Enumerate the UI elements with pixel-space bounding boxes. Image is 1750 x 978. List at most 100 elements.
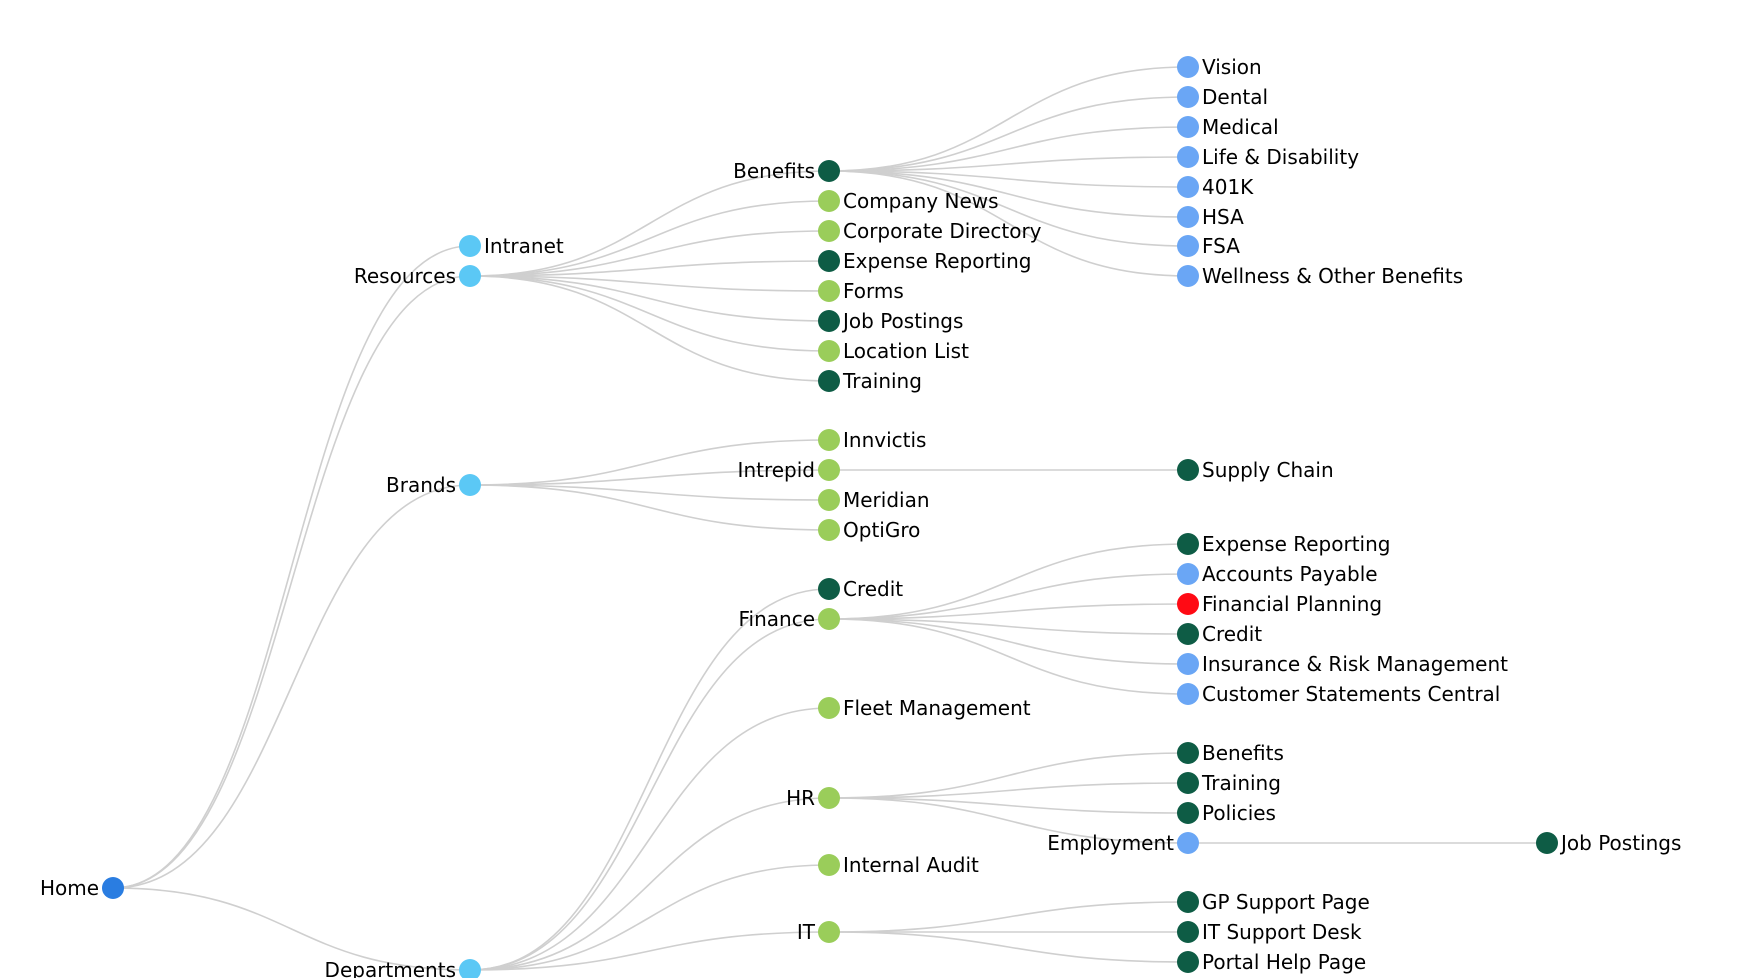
tree-node-financial-planning[interactable]: Financial Planning xyxy=(1177,592,1382,616)
tree-node-expense-reporting[interactable]: Expense Reporting xyxy=(1177,532,1390,556)
node-label[interactable]: Innvictis xyxy=(843,428,926,452)
node-label[interactable]: Employment xyxy=(1047,831,1174,855)
node-dot[interactable] xyxy=(818,519,840,541)
node-label[interactable]: Corporate Directory xyxy=(843,219,1042,243)
node-label[interactable]: Resources xyxy=(354,264,456,288)
node-label[interactable]: Job Postings xyxy=(1559,831,1681,855)
node-dot[interactable] xyxy=(818,608,840,630)
node-dot[interactable] xyxy=(1177,116,1199,138)
node-dot[interactable] xyxy=(818,250,840,272)
tree-node-finance[interactable]: Finance xyxy=(738,607,840,631)
tree-node-hsa[interactable]: HSA xyxy=(1177,205,1244,229)
node-label[interactable]: GP Support Page xyxy=(1202,890,1370,914)
node-label[interactable]: Location List xyxy=(843,339,969,363)
tree-node-meridian[interactable]: Meridian xyxy=(818,488,930,512)
tree-node-brands[interactable]: Brands xyxy=(386,473,481,497)
node-label[interactable]: Internal Audit xyxy=(843,853,979,877)
tree-node-fleet-management[interactable]: Fleet Management xyxy=(818,696,1031,720)
node-label[interactable]: Meridian xyxy=(843,488,930,512)
node-dot[interactable] xyxy=(459,959,481,978)
node-dot[interactable] xyxy=(1177,459,1199,481)
tree-node-location-list[interactable]: Location List xyxy=(818,339,969,363)
tree-node-benefits[interactable]: Benefits xyxy=(1177,741,1284,765)
tree-node-benefits[interactable]: Benefits xyxy=(733,159,840,183)
tree-node-internal-audit[interactable]: Internal Audit xyxy=(818,853,979,877)
node-dot[interactable] xyxy=(818,921,840,943)
node-dot[interactable] xyxy=(818,280,840,302)
tree-node-fsa[interactable]: FSA xyxy=(1177,234,1240,258)
tree-node-home[interactable]: Home xyxy=(40,876,124,900)
node-label[interactable]: Fleet Management xyxy=(843,696,1031,720)
node-dot[interactable] xyxy=(818,220,840,242)
node-label[interactable]: IT xyxy=(797,920,816,944)
node-dot[interactable] xyxy=(818,190,840,212)
node-label[interactable]: Intranet xyxy=(484,234,564,258)
node-label[interactable]: Brands xyxy=(386,473,456,497)
node-dot[interactable] xyxy=(459,265,481,287)
node-label[interactable]: OptiGro xyxy=(843,518,920,542)
node-dot[interactable] xyxy=(818,697,840,719)
node-label[interactable]: Company News xyxy=(843,189,999,213)
node-label[interactable]: Home xyxy=(40,876,99,900)
tree-node-dental[interactable]: Dental xyxy=(1177,85,1268,109)
tree-node-vision[interactable]: Vision xyxy=(1177,55,1262,79)
tree-node-intrepid[interactable]: Intrepid xyxy=(738,458,840,482)
node-label[interactable]: Customer Statements Central xyxy=(1202,682,1500,706)
node-dot[interactable] xyxy=(1177,921,1199,943)
node-dot[interactable] xyxy=(1177,891,1199,913)
node-label[interactable]: Supply Chain xyxy=(1202,458,1334,482)
node-dot[interactable] xyxy=(1177,56,1199,78)
tree-node-resources[interactable]: Resources xyxy=(354,264,481,288)
node-label[interactable]: HR xyxy=(786,786,815,810)
node-dot[interactable] xyxy=(1177,593,1199,615)
tree-node-wellness-and-other-benefits[interactable]: Wellness & Other Benefits xyxy=(1177,264,1463,288)
tree-node-it-support-desk[interactable]: IT Support Desk xyxy=(1177,920,1362,944)
tree-node-credit[interactable]: Credit xyxy=(818,577,903,601)
tree-node-portal-help-page[interactable]: Portal Help Page xyxy=(1177,950,1366,974)
tree-node-life-and-disability[interactable]: Life & Disability xyxy=(1177,145,1359,169)
tree-node-innvictis[interactable]: Innvictis xyxy=(818,428,926,452)
node-dot[interactable] xyxy=(818,787,840,809)
tree-node-forms[interactable]: Forms xyxy=(818,279,904,303)
node-dot[interactable] xyxy=(818,370,840,392)
node-label[interactable]: Dental xyxy=(1202,85,1268,109)
tree-node-corporate-directory[interactable]: Corporate Directory xyxy=(818,219,1042,243)
node-dot[interactable] xyxy=(1177,146,1199,168)
node-label[interactable]: Training xyxy=(842,369,922,393)
node-dot[interactable] xyxy=(818,310,840,332)
node-label[interactable]: HSA xyxy=(1202,205,1244,229)
node-label[interactable]: Intrepid xyxy=(738,458,815,482)
tree-node-customer-statements-central[interactable]: Customer Statements Central xyxy=(1177,682,1500,706)
tree-node-medical[interactable]: Medical xyxy=(1177,115,1279,139)
node-dot[interactable] xyxy=(1177,176,1199,198)
node-dot[interactable] xyxy=(1177,623,1199,645)
tree-node-401k[interactable]: 401K xyxy=(1177,175,1254,199)
node-label[interactable]: Expense Reporting xyxy=(1202,532,1390,556)
tree-node-policies[interactable]: Policies xyxy=(1177,801,1276,825)
node-label[interactable]: Job Postings xyxy=(841,309,963,333)
node-label[interactable]: Financial Planning xyxy=(1202,592,1382,616)
node-dot[interactable] xyxy=(459,235,481,257)
node-label[interactable]: Medical xyxy=(1202,115,1279,139)
node-dot[interactable] xyxy=(818,489,840,511)
node-label[interactable]: Policies xyxy=(1202,801,1276,825)
tree-node-hr[interactable]: HR xyxy=(786,786,840,810)
node-label[interactable]: Accounts Payable xyxy=(1202,562,1378,586)
tree-node-supply-chain[interactable]: Supply Chain xyxy=(1177,458,1334,482)
node-label[interactable]: Forms xyxy=(843,279,904,303)
node-dot[interactable] xyxy=(818,854,840,876)
tree-node-intranet[interactable]: Intranet xyxy=(459,234,564,258)
tree-node-training[interactable]: Training xyxy=(818,369,922,393)
node-label[interactable]: 401K xyxy=(1202,175,1254,199)
node-dot[interactable] xyxy=(1536,832,1558,854)
node-dot[interactable] xyxy=(818,340,840,362)
tree-node-optigro[interactable]: OptiGro xyxy=(818,518,920,542)
node-dot[interactable] xyxy=(1177,206,1199,228)
node-label[interactable]: Training xyxy=(1201,771,1281,795)
node-dot[interactable] xyxy=(1177,86,1199,108)
tree-node-job-postings[interactable]: Job Postings xyxy=(1536,831,1681,855)
tree-node-departments[interactable]: Departments xyxy=(325,958,481,978)
node-label[interactable]: Portal Help Page xyxy=(1202,950,1366,974)
node-dot[interactable] xyxy=(1177,533,1199,555)
tree-node-insurance-and-risk-management[interactable]: Insurance & Risk Management xyxy=(1177,652,1508,676)
